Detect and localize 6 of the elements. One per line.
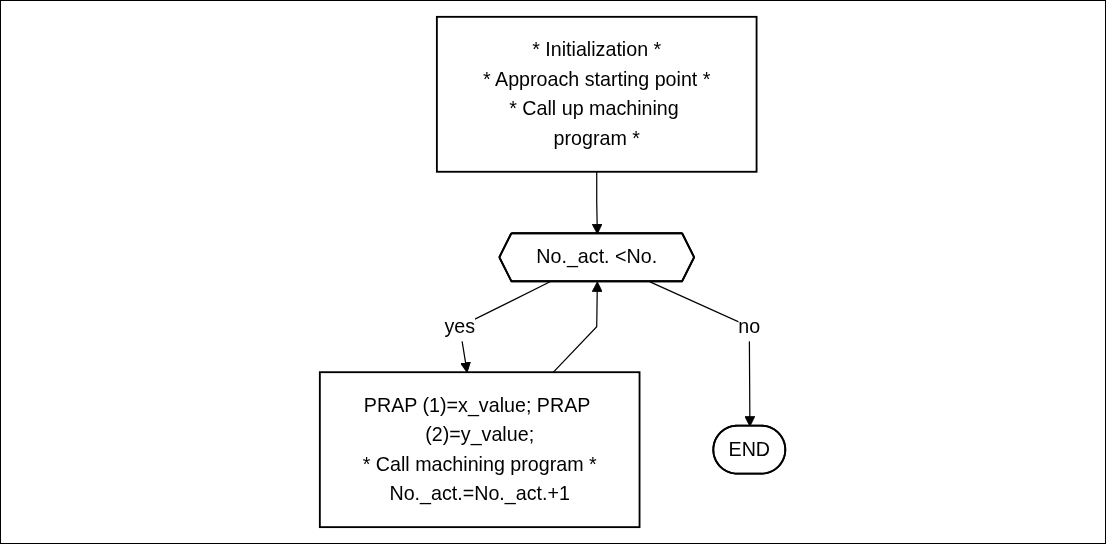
edge-label: yes (444, 315, 476, 337)
node-box: PRAP (1)=x_value; PRAP (2)=y_value; * Call machining program * No._act.=No._act.+1 (319, 371, 641, 529)
node-box: * Initialization * * Approach starting point * * Call up machining program * (436, 15, 758, 173)
arrow (553, 281, 604, 373)
arrow (592, 171, 603, 235)
edge-label: no (738, 315, 761, 337)
